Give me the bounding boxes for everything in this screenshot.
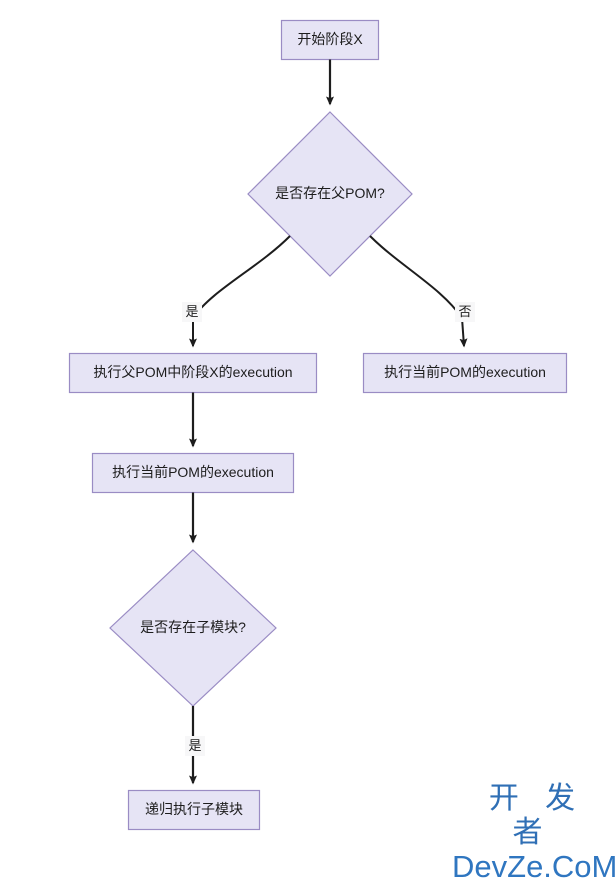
edge-label-yes-modules: 是 <box>185 736 205 756</box>
watermark: 开 发 者 DevZe.CoM <box>452 782 615 884</box>
node-parent-exec[interactable] <box>68 352 318 394</box>
edge-has-parent-to-current-exec-right <box>369 235 468 348</box>
flowchart-canvas: 开始阶段X 是否存在父POM? 执行父POM中阶段X的execution 执行当… <box>68 19 615 884</box>
node-has-parent[interactable] <box>247 111 413 277</box>
node-has-modules[interactable] <box>109 549 277 707</box>
watermark-line1: 开 发 者 <box>488 782 585 849</box>
node-start[interactable] <box>280 19 380 61</box>
node-recurse[interactable] <box>127 789 261 831</box>
edge-label-no-parent: 否 <box>455 302 475 322</box>
watermark-line2: DevZe.CoM <box>452 849 615 884</box>
node-current-exec-right[interactable] <box>362 352 568 394</box>
edge-has-parent-to-parent-exec <box>189 235 291 348</box>
node-current-exec[interactable] <box>91 452 295 494</box>
flowchart-svg <box>68 19 568 831</box>
edge-label-yes-parent: 是 <box>182 302 202 322</box>
